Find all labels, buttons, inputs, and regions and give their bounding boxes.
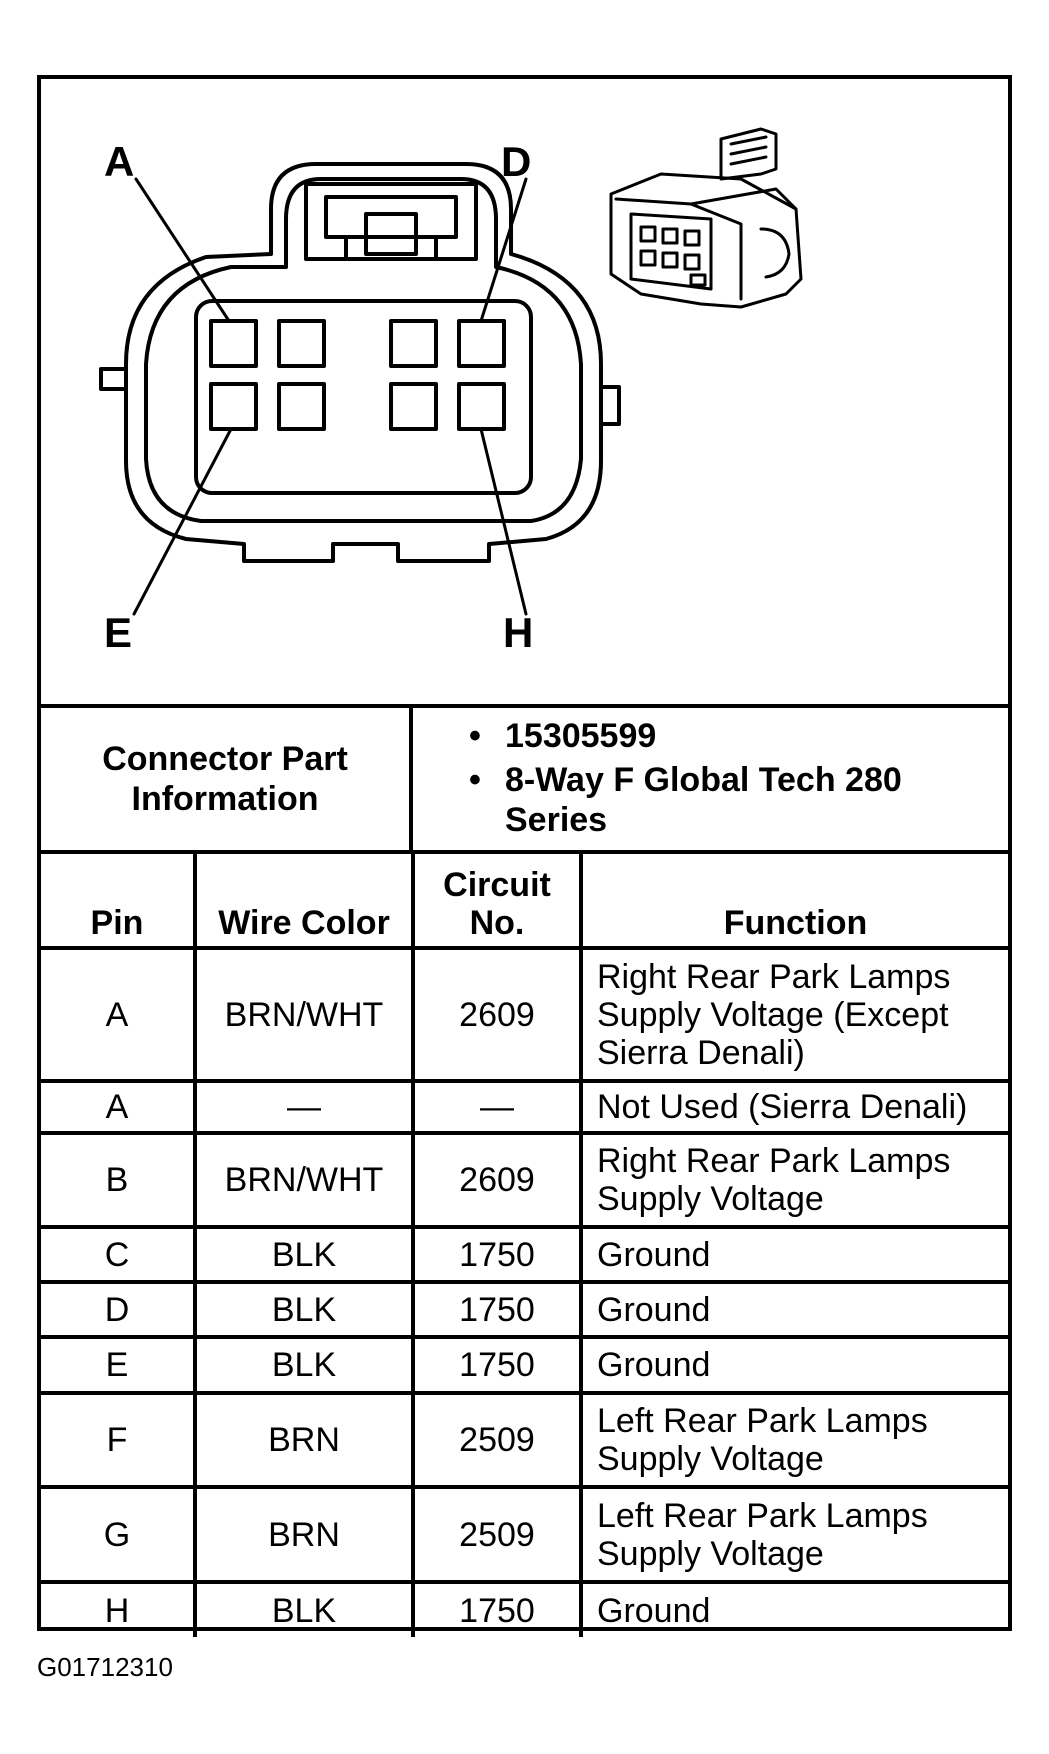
cell-wire-color: BRN/WHT bbox=[193, 946, 415, 1083]
callout-d: D bbox=[501, 138, 532, 185]
bullet-icon: • bbox=[469, 717, 481, 755]
header-function: Function bbox=[579, 850, 1008, 950]
table-row: A — — Not Used (Sierra Denali) bbox=[41, 1079, 1008, 1135]
cell-pin: E bbox=[41, 1335, 197, 1395]
table-row: G BRN 2509 Left Rear Park Lamps Supply V… bbox=[41, 1485, 1008, 1584]
cell-pin: A bbox=[41, 946, 197, 1083]
connector-part-info-label: Connector Part Information bbox=[41, 708, 413, 850]
cell-pin: A bbox=[41, 1079, 197, 1135]
table-row: H BLK 1750 Ground bbox=[41, 1580, 1008, 1637]
cell-wire-color: BLK bbox=[193, 1580, 415, 1637]
header-wire-color: Wire Color bbox=[193, 850, 415, 950]
callout-a: A bbox=[104, 138, 135, 185]
cell-pin: G bbox=[41, 1485, 197, 1584]
callout-e: E bbox=[104, 609, 133, 656]
connector-part-number: •15305599 bbox=[469, 717, 657, 755]
table-row: E BLK 1750 Ground bbox=[41, 1335, 1008, 1395]
cell-wire-color: BRN bbox=[193, 1391, 415, 1489]
cell-pin: F bbox=[41, 1391, 197, 1489]
cell-function: Right Rear Park Lamps Supply Voltage bbox=[579, 1131, 1008, 1229]
cell-circuit: 1750 bbox=[411, 1335, 583, 1395]
cell-circuit: 1750 bbox=[411, 1580, 583, 1637]
cell-pin: C bbox=[41, 1225, 197, 1284]
connector-description: •8-Way F Global Tech 280 Series bbox=[469, 761, 902, 839]
cell-function: Not Used (Sierra Denali) bbox=[579, 1079, 1008, 1135]
table-row: D BLK 1750 Ground bbox=[41, 1280, 1008, 1339]
cell-circuit: 2609 bbox=[411, 1131, 583, 1229]
cell-wire-color: — bbox=[193, 1079, 415, 1135]
cell-function: Left Rear Park Lamps Supply Voltage bbox=[579, 1485, 1008, 1584]
cell-wire-color: BLK bbox=[193, 1225, 415, 1284]
pinout-frame: A D E H Connector Part Information •1530… bbox=[37, 75, 1012, 1637]
connector-part-info-list: •15305599 •8-Way F Global Tech 280 Serie… bbox=[413, 708, 1008, 850]
header-pin: Pin bbox=[41, 850, 197, 950]
cell-circuit: 2609 bbox=[411, 946, 583, 1083]
table-row: B BRN/WHT 2609 Right Rear Park Lamps Sup… bbox=[41, 1131, 1008, 1229]
connector-face-diagram: A D E H bbox=[41, 79, 1008, 704]
cell-circuit: 2509 bbox=[411, 1391, 583, 1489]
cell-function: Right Rear Park Lamps Supply Voltage (Ex… bbox=[579, 946, 1008, 1083]
table-row: A BRN/WHT 2609 Right Rear Park Lamps Sup… bbox=[41, 946, 1008, 1083]
cell-function: Ground bbox=[579, 1580, 1008, 1637]
bullet-icon: • bbox=[469, 761, 481, 799]
callout-h: H bbox=[503, 609, 534, 656]
table-row: F BRN 2509 Left Rear Park Lamps Supply V… bbox=[41, 1391, 1008, 1489]
figure-id: G01712310 bbox=[37, 1652, 173, 1682]
cell-wire-color: BRN bbox=[193, 1485, 415, 1584]
cell-wire-color: BLK bbox=[193, 1280, 415, 1339]
cell-circuit: 1750 bbox=[411, 1280, 583, 1339]
cell-wire-color: BLK bbox=[193, 1335, 415, 1395]
cell-function: Ground bbox=[579, 1335, 1008, 1395]
cell-wire-color: BRN/WHT bbox=[193, 1131, 415, 1229]
cell-circuit: 2509 bbox=[411, 1485, 583, 1584]
table-row: C BLK 1750 Ground bbox=[41, 1225, 1008, 1284]
cell-function: Ground bbox=[579, 1280, 1008, 1339]
cell-pin: B bbox=[41, 1131, 197, 1229]
connector-face-drawing bbox=[99, 127, 803, 616]
cell-pin: D bbox=[41, 1280, 197, 1339]
cell-function: Ground bbox=[579, 1225, 1008, 1284]
cell-function: Left Rear Park Lamps Supply Voltage bbox=[579, 1391, 1008, 1489]
header-circuit-no: Circuit No. bbox=[411, 850, 583, 950]
cell-circuit: — bbox=[411, 1079, 583, 1135]
pinout-header-row: Pin Wire Color Circuit No. Function bbox=[41, 850, 1008, 950]
cell-circuit: 1750 bbox=[411, 1225, 583, 1284]
pinout-table: Pin Wire Color Circuit No. Function A BR… bbox=[41, 850, 1008, 1637]
connector-part-info: Connector Part Information •15305599 •8-… bbox=[41, 704, 1008, 850]
cell-pin: H bbox=[41, 1580, 197, 1637]
